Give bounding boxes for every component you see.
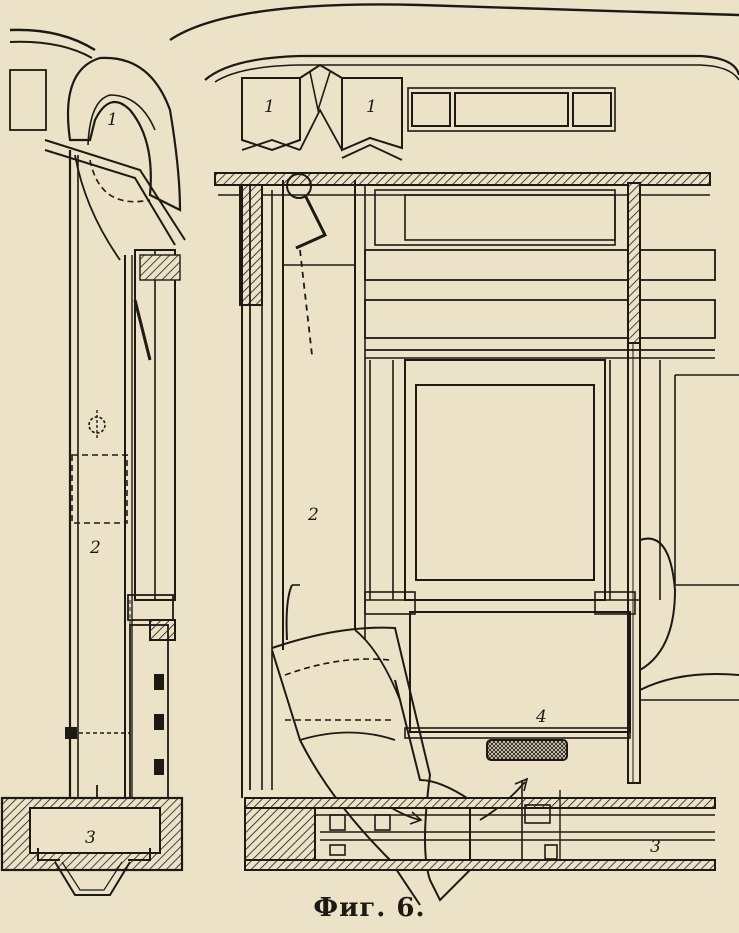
side-section-view: [0, 28, 186, 896]
compartment-window: [404, 359, 606, 601]
damper-pivot: [286, 173, 312, 199]
label-right-underfloor: 3: [650, 837, 661, 857]
label-left-underfloor: 3: [85, 828, 96, 848]
clerestory-window-1: [411, 92, 451, 127]
inlet-box-right: [341, 77, 403, 152]
dashed-hatch-panel: [71, 454, 128, 524]
floor-block: [244, 807, 316, 864]
label-heater-grille: 4: [535, 707, 547, 727]
roof-arc: [169, 3, 739, 41]
clerestory-window-3: [572, 92, 612, 127]
label-right-inlet-a: 1: [264, 97, 275, 117]
ceiling-beam: [214, 172, 711, 186]
seat-cushion-left: [285, 584, 293, 641]
seat-front: [409, 611, 631, 733]
label-right-duct: 2: [307, 505, 319, 525]
figure-caption: Фиг. 6.: [313, 893, 426, 923]
floor-beam: [244, 797, 716, 809]
floor-funnel: [54, 861, 131, 896]
roof-edge: [9, 28, 96, 52]
curved-duct: [271, 626, 471, 902]
roof-window: [9, 69, 47, 131]
front-section-view: [169, 3, 739, 906]
label-left-inlet: 1: [107, 110, 118, 130]
clerestory-window-2: [454, 92, 569, 127]
heater-grille: [486, 739, 568, 761]
seat-cushion-right: [639, 537, 677, 671]
label-right-inlet-b: 1: [366, 97, 377, 117]
hood-inlet: [66, 56, 182, 212]
label-left-duct: 2: [89, 538, 101, 558]
